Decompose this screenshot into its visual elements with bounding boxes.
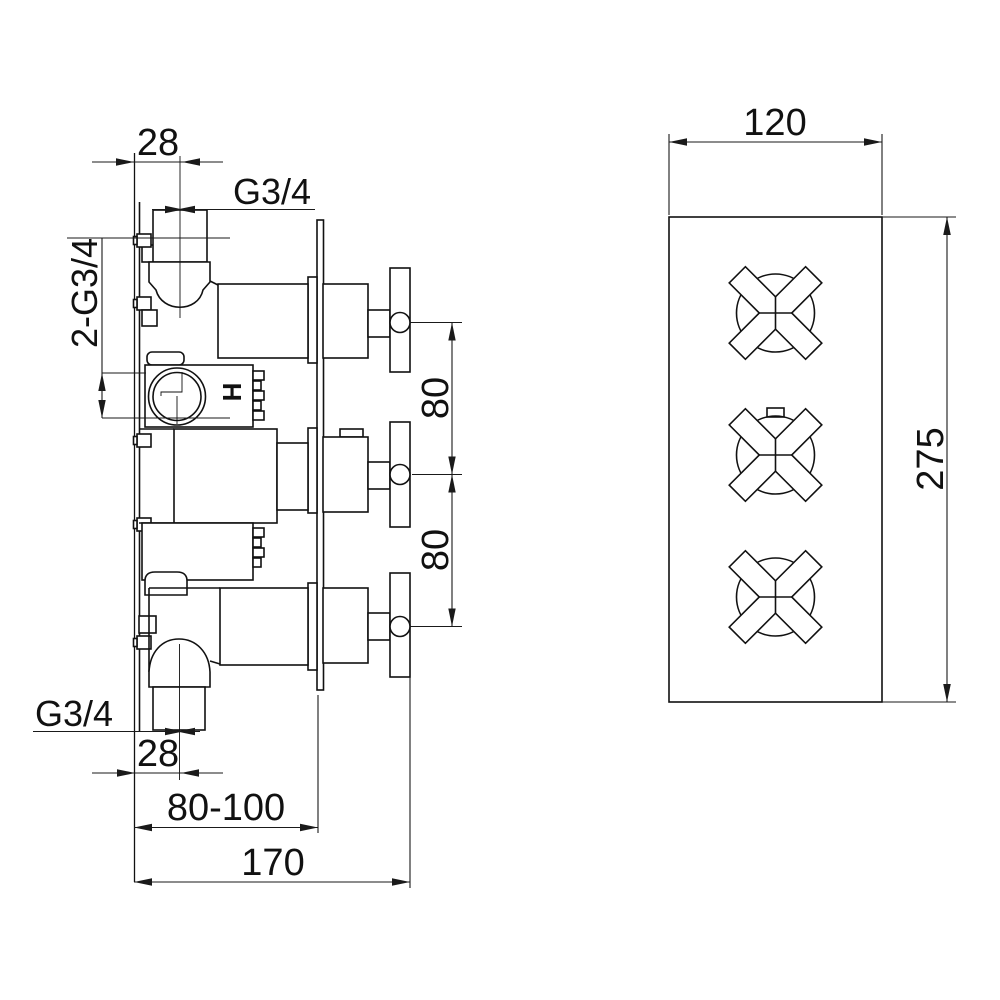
dim-side-ports: 2-G3/4: [64, 237, 230, 419]
dim-outlet-thread: G3/4: [33, 693, 200, 736]
dim-outlet-thread-label: G3/4: [35, 693, 113, 734]
side-port-outer: [147, 367, 207, 426]
thermostat-body: [141, 522, 254, 581]
dim-total-depth: 170: [134, 677, 411, 888]
dim-total-depth-label: 170: [241, 842, 304, 884]
handle-boss-middle: [322, 436, 369, 513]
dim-front-height: 275: [882, 216, 956, 703]
dim-front-height-label: 275: [910, 427, 952, 490]
inlet-pipe-top: [148, 209, 219, 309]
inlet-union-nut: [148, 261, 211, 309]
front-view: [668, 216, 883, 703]
temp-stop-tab-side: [339, 428, 364, 438]
cartridge-top: [217, 267, 411, 373]
dim-inlet-thread-label: G3/4: [233, 171, 311, 212]
handle-stem-top: [367, 309, 391, 338]
thermostat-block: [141, 522, 265, 596]
temp-stop-tab-front: [766, 407, 785, 418]
hot-indicator: H: [217, 383, 247, 402]
cartridge-bottom: [148, 572, 411, 678]
dim-front-width: 120: [668, 102, 883, 215]
handle-stem-bottom: [367, 612, 391, 641]
outlet-pipe: [152, 686, 206, 731]
handle-hub-bottom: [389, 615, 411, 638]
handle-hub-top: [389, 311, 411, 334]
outlet-pipe-bottom: [148, 638, 221, 731]
dim-front-width-label: 120: [743, 102, 806, 144]
cross-handle-3: [728, 549, 823, 645]
dim-bottom-offset-label: 28: [137, 733, 179, 775]
handle-stem-middle: [367, 461, 391, 490]
cross-handle-2: [728, 407, 823, 503]
handle-rosette-1: [735, 273, 816, 353]
dim-handle-spacing: 80 80: [410, 321, 462, 628]
valve-port-block: H: [144, 351, 265, 428]
dim-top-offset: 28: [92, 122, 223, 166]
handle-rosette-3: [735, 557, 816, 637]
dim-side-ports-label: 2-G3/4: [64, 238, 105, 348]
flange-top: [307, 276, 318, 364]
side-section-view: H: [132, 153, 411, 882]
handle-hub-middle: [389, 463, 411, 486]
dim-handle-spacing-upper-label: 80: [415, 377, 457, 419]
dim-depth-range: 80-100: [134, 695, 319, 833]
flange-bottom: [307, 582, 318, 671]
cartridge-body-top: [217, 283, 309, 359]
cross-handle-1: [728, 265, 823, 361]
cartridge-body-middle: [173, 428, 278, 524]
cartridge-middle: [139, 421, 411, 528]
dim-inlet-thread: G3/4: [152, 171, 315, 214]
dim-depth-range-label: 80-100: [167, 787, 285, 829]
dim-bottom-offset: 28: [92, 733, 223, 777]
dim-top-offset-label: 28: [137, 122, 179, 164]
flange-middle: [307, 427, 318, 514]
handle-rosette-2: [735, 415, 816, 495]
handle-boss-top: [322, 283, 369, 359]
handle-boss-bottom: [322, 587, 369, 664]
cartridge-body-bottom: [219, 587, 309, 666]
dim-handle-spacing-lower-label: 80: [415, 529, 457, 571]
